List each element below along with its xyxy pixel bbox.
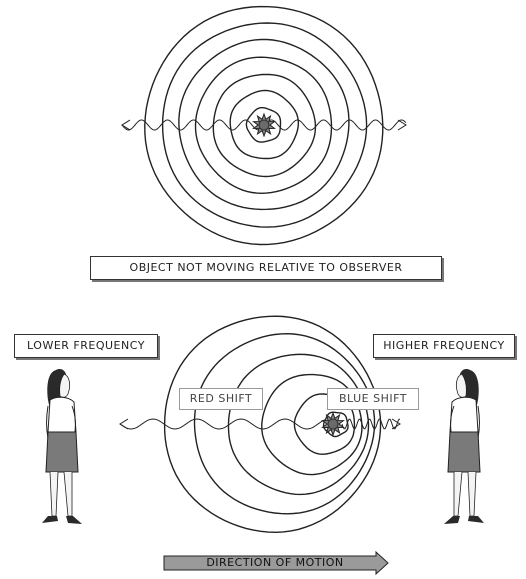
wave-ring — [227, 353, 370, 496]
red-shift-label: RED SHIFT — [179, 388, 263, 410]
blue-shift-wave — [341, 418, 400, 430]
arrow-right-icon — [397, 119, 407, 131]
observer-left-person-icon — [41, 368, 83, 525]
wave-ring — [193, 332, 376, 515]
direction-of-motion-label: DIRECTION OF MOTION — [206, 556, 344, 569]
red-shift-wave — [119, 418, 327, 430]
compressed-waves — [163, 315, 382, 534]
arrow-right-icon — [391, 418, 401, 430]
wave-ring — [229, 89, 300, 160]
wave-ring — [161, 22, 368, 228]
observer-right-person-icon — [443, 368, 485, 525]
concentric-waves — [144, 5, 384, 246]
star-source-icon — [252, 112, 276, 138]
wave-ring — [322, 411, 349, 438]
arrow-left-icon — [121, 119, 131, 131]
static-caption: OBJECT NOT MOVING RELATIVE TO OBSERVER — [90, 256, 442, 280]
arrow-left-icon — [119, 418, 129, 430]
wave-ring — [144, 5, 384, 246]
direction-arrow-icon — [163, 550, 389, 576]
blue-shift-label: BLUE SHIFT — [327, 388, 419, 410]
higher-frequency-label: HIGHER FREQUENCY — [373, 334, 515, 358]
wave-ring — [245, 107, 282, 143]
star-source-icon — [321, 411, 345, 437]
wave-ring — [178, 38, 350, 211]
lower-frequency-label: LOWER FREQUENCY — [14, 334, 158, 358]
wave-ring — [194, 56, 333, 195]
wave-ring — [261, 373, 363, 476]
